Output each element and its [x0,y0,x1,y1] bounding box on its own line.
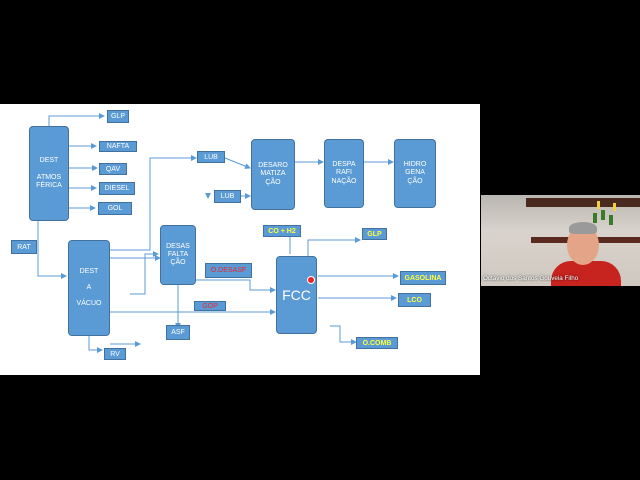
hidrogenacao-box: HIDRO GENA ÇÃO [394,139,436,208]
desaromatizacao-box: DESARO MATIZA ÇÃO [251,139,295,210]
glp-fcc-label: GLP [362,228,387,240]
cursor-pointer [307,276,315,284]
rv-label: RV [104,348,126,360]
candle-decoration [597,201,600,209]
plant-decoration [593,213,597,223]
desparafinacao-box: DESPA RAFI NAÇÃO [324,139,364,208]
participant-name: Octávio dos Santos Gouveia Filho [483,275,579,282]
glp-top-label: GLP [107,110,129,123]
nafta-label: NAFTA [99,141,137,152]
qav-label: QAV [99,163,127,175]
plant-decoration [601,210,605,220]
o-comb-label: O.COMB [356,337,398,349]
rat-label: RAT [11,240,37,254]
asf-label: ASF [166,325,190,340]
plant-decoration [609,215,613,225]
dest-atmos-box: DEST ATMOS FÉRICA [29,126,69,221]
co-h2-label: CO + H2 [263,225,301,237]
flow-arrows [37,113,399,353]
presentation-slide: DEST ATMOS FÉRICA DEST A VÁCUO DESAS FAL… [0,104,480,375]
lco-label: LCO [398,293,431,307]
lub-top-label: LUB [197,151,225,163]
participant-shirt [551,261,621,286]
dest-vacuo-box: DEST A VÁCUO [68,240,110,336]
candle-decoration [613,203,616,211]
o-desasf-label: O.DESASF [205,263,252,278]
diesel-label: DIESEL [99,182,135,195]
shelf-top [526,198,640,207]
desasfaltacao-box: DESAS FALTA ÇÃO [160,225,196,285]
gop-label: GOP [194,301,226,311]
fcc-box: FCC [276,256,317,334]
gasolina-label: GASOLINA [400,271,446,285]
lub-mid-label: LUB [214,190,241,203]
gol-label: GOL [98,202,132,215]
participant-hair [569,222,597,234]
participant-video-tile[interactable]: Octávio dos Santos Gouveia Filho [481,195,640,286]
